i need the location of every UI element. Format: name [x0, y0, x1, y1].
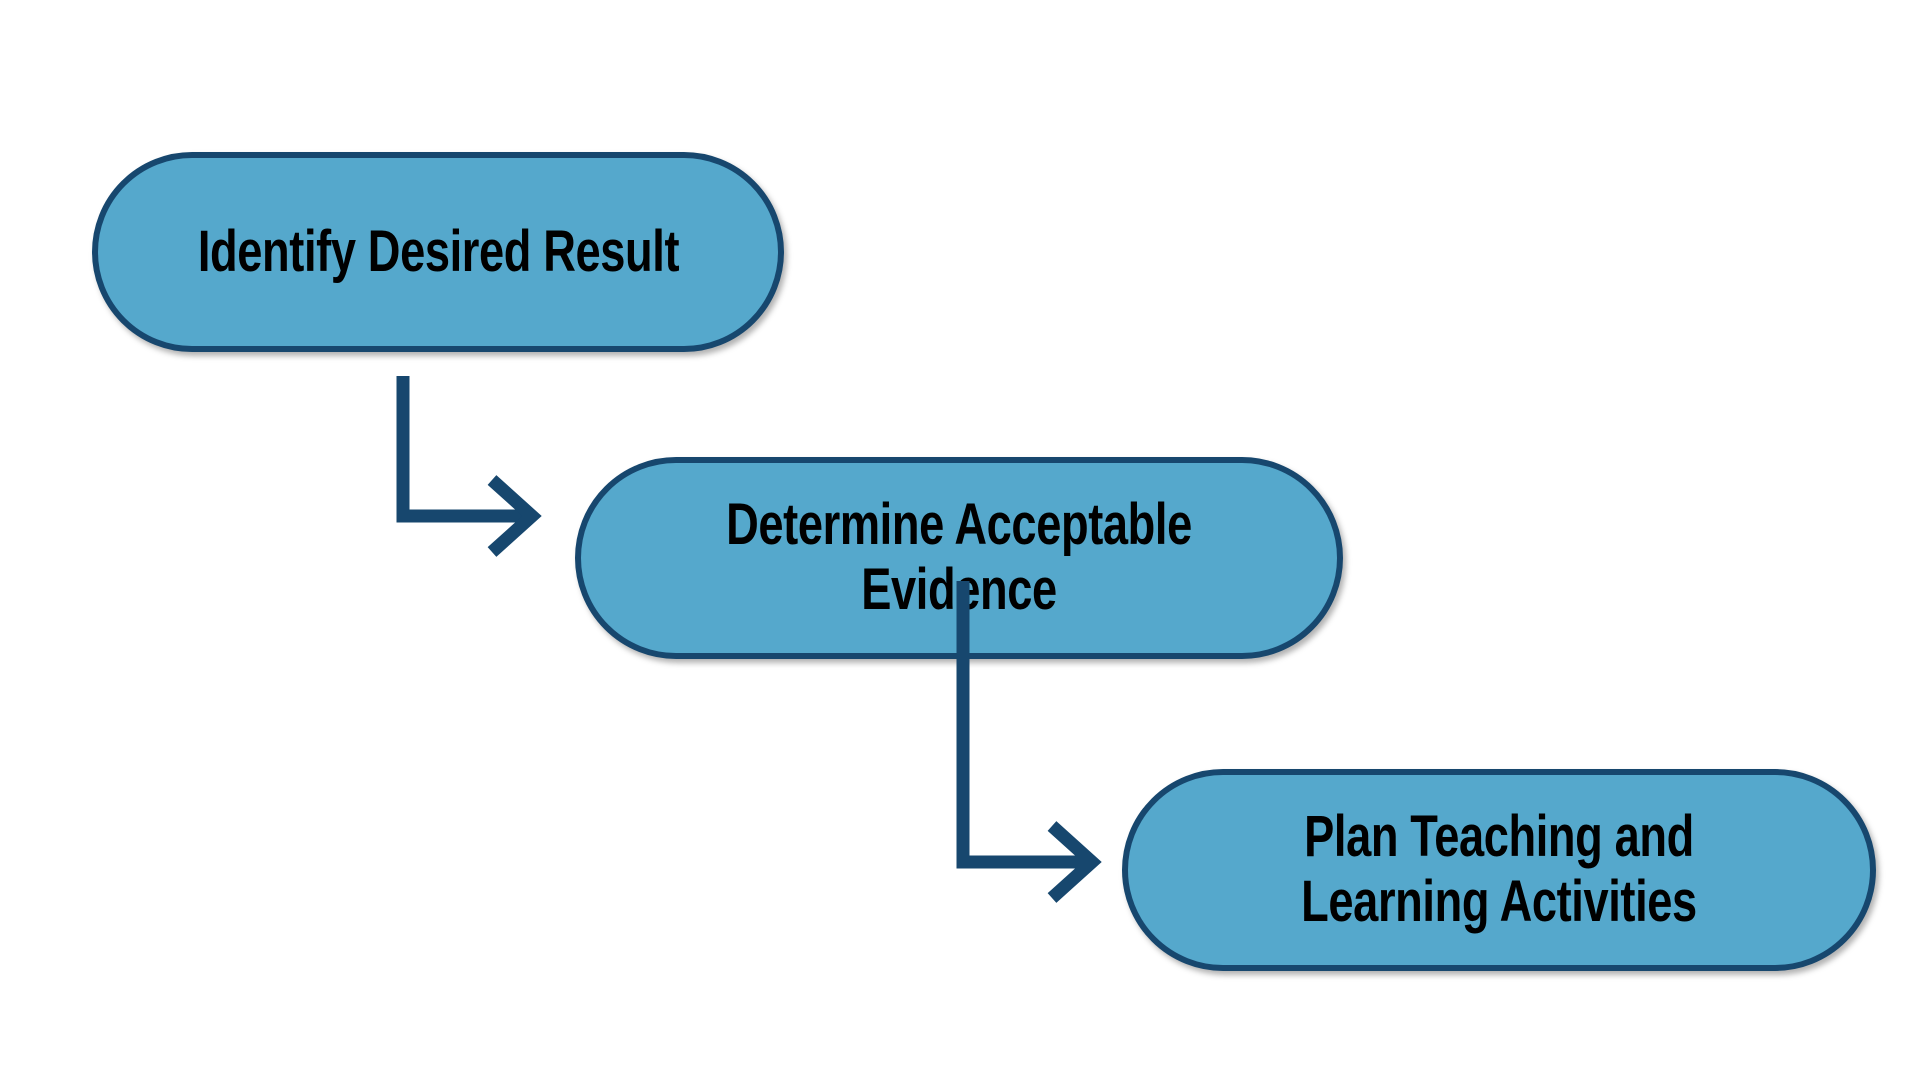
node-plan-teaching-learning-activities[interactable]: Plan Teaching and Learning Activities: [1122, 769, 1876, 971]
connector-arrow-1-stem: [396, 376, 528, 523]
connector-arrow-1: [396, 376, 542, 557]
node-determine-acceptable-evidence-label: Determine Acceptable Evidence: [726, 492, 1192, 622]
connector-arrow-2-head: [1047, 821, 1102, 903]
node-plan-teaching-learning-activities-label: Plan Teaching and Learning Activities: [1301, 804, 1697, 934]
node-identify-desired-result-label: Identify Desired Result: [197, 218, 679, 284]
connector-arrow-1-head: [487, 475, 542, 557]
node-determine-acceptable-evidence[interactable]: Determine Acceptable Evidence: [575, 457, 1343, 659]
node-identify-desired-result[interactable]: Identify Desired Result: [92, 152, 784, 352]
